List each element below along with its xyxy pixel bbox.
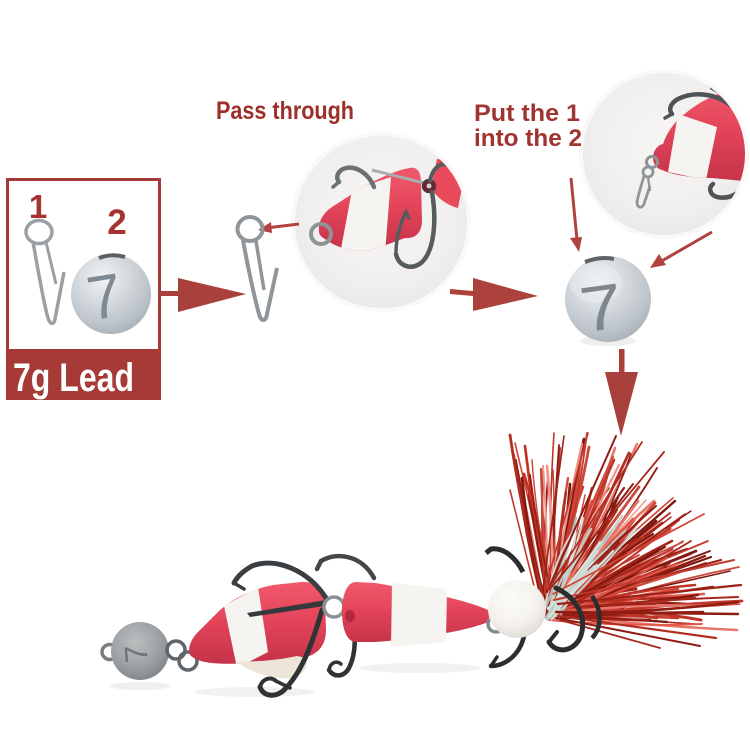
svg-text:1: 1 (29, 188, 47, 225)
svg-text:7: 7 (117, 643, 154, 664)
svg-text:Put the 1: Put the 1 (474, 100, 580, 127)
svg-text:into the 2: into the 2 (474, 125, 582, 152)
svg-text:2: 2 (107, 203, 126, 242)
svg-text:7: 7 (576, 269, 628, 346)
svg-text:Pass through: Pass through (216, 97, 354, 125)
svg-text:7g Lead: 7g Lead (13, 356, 134, 400)
